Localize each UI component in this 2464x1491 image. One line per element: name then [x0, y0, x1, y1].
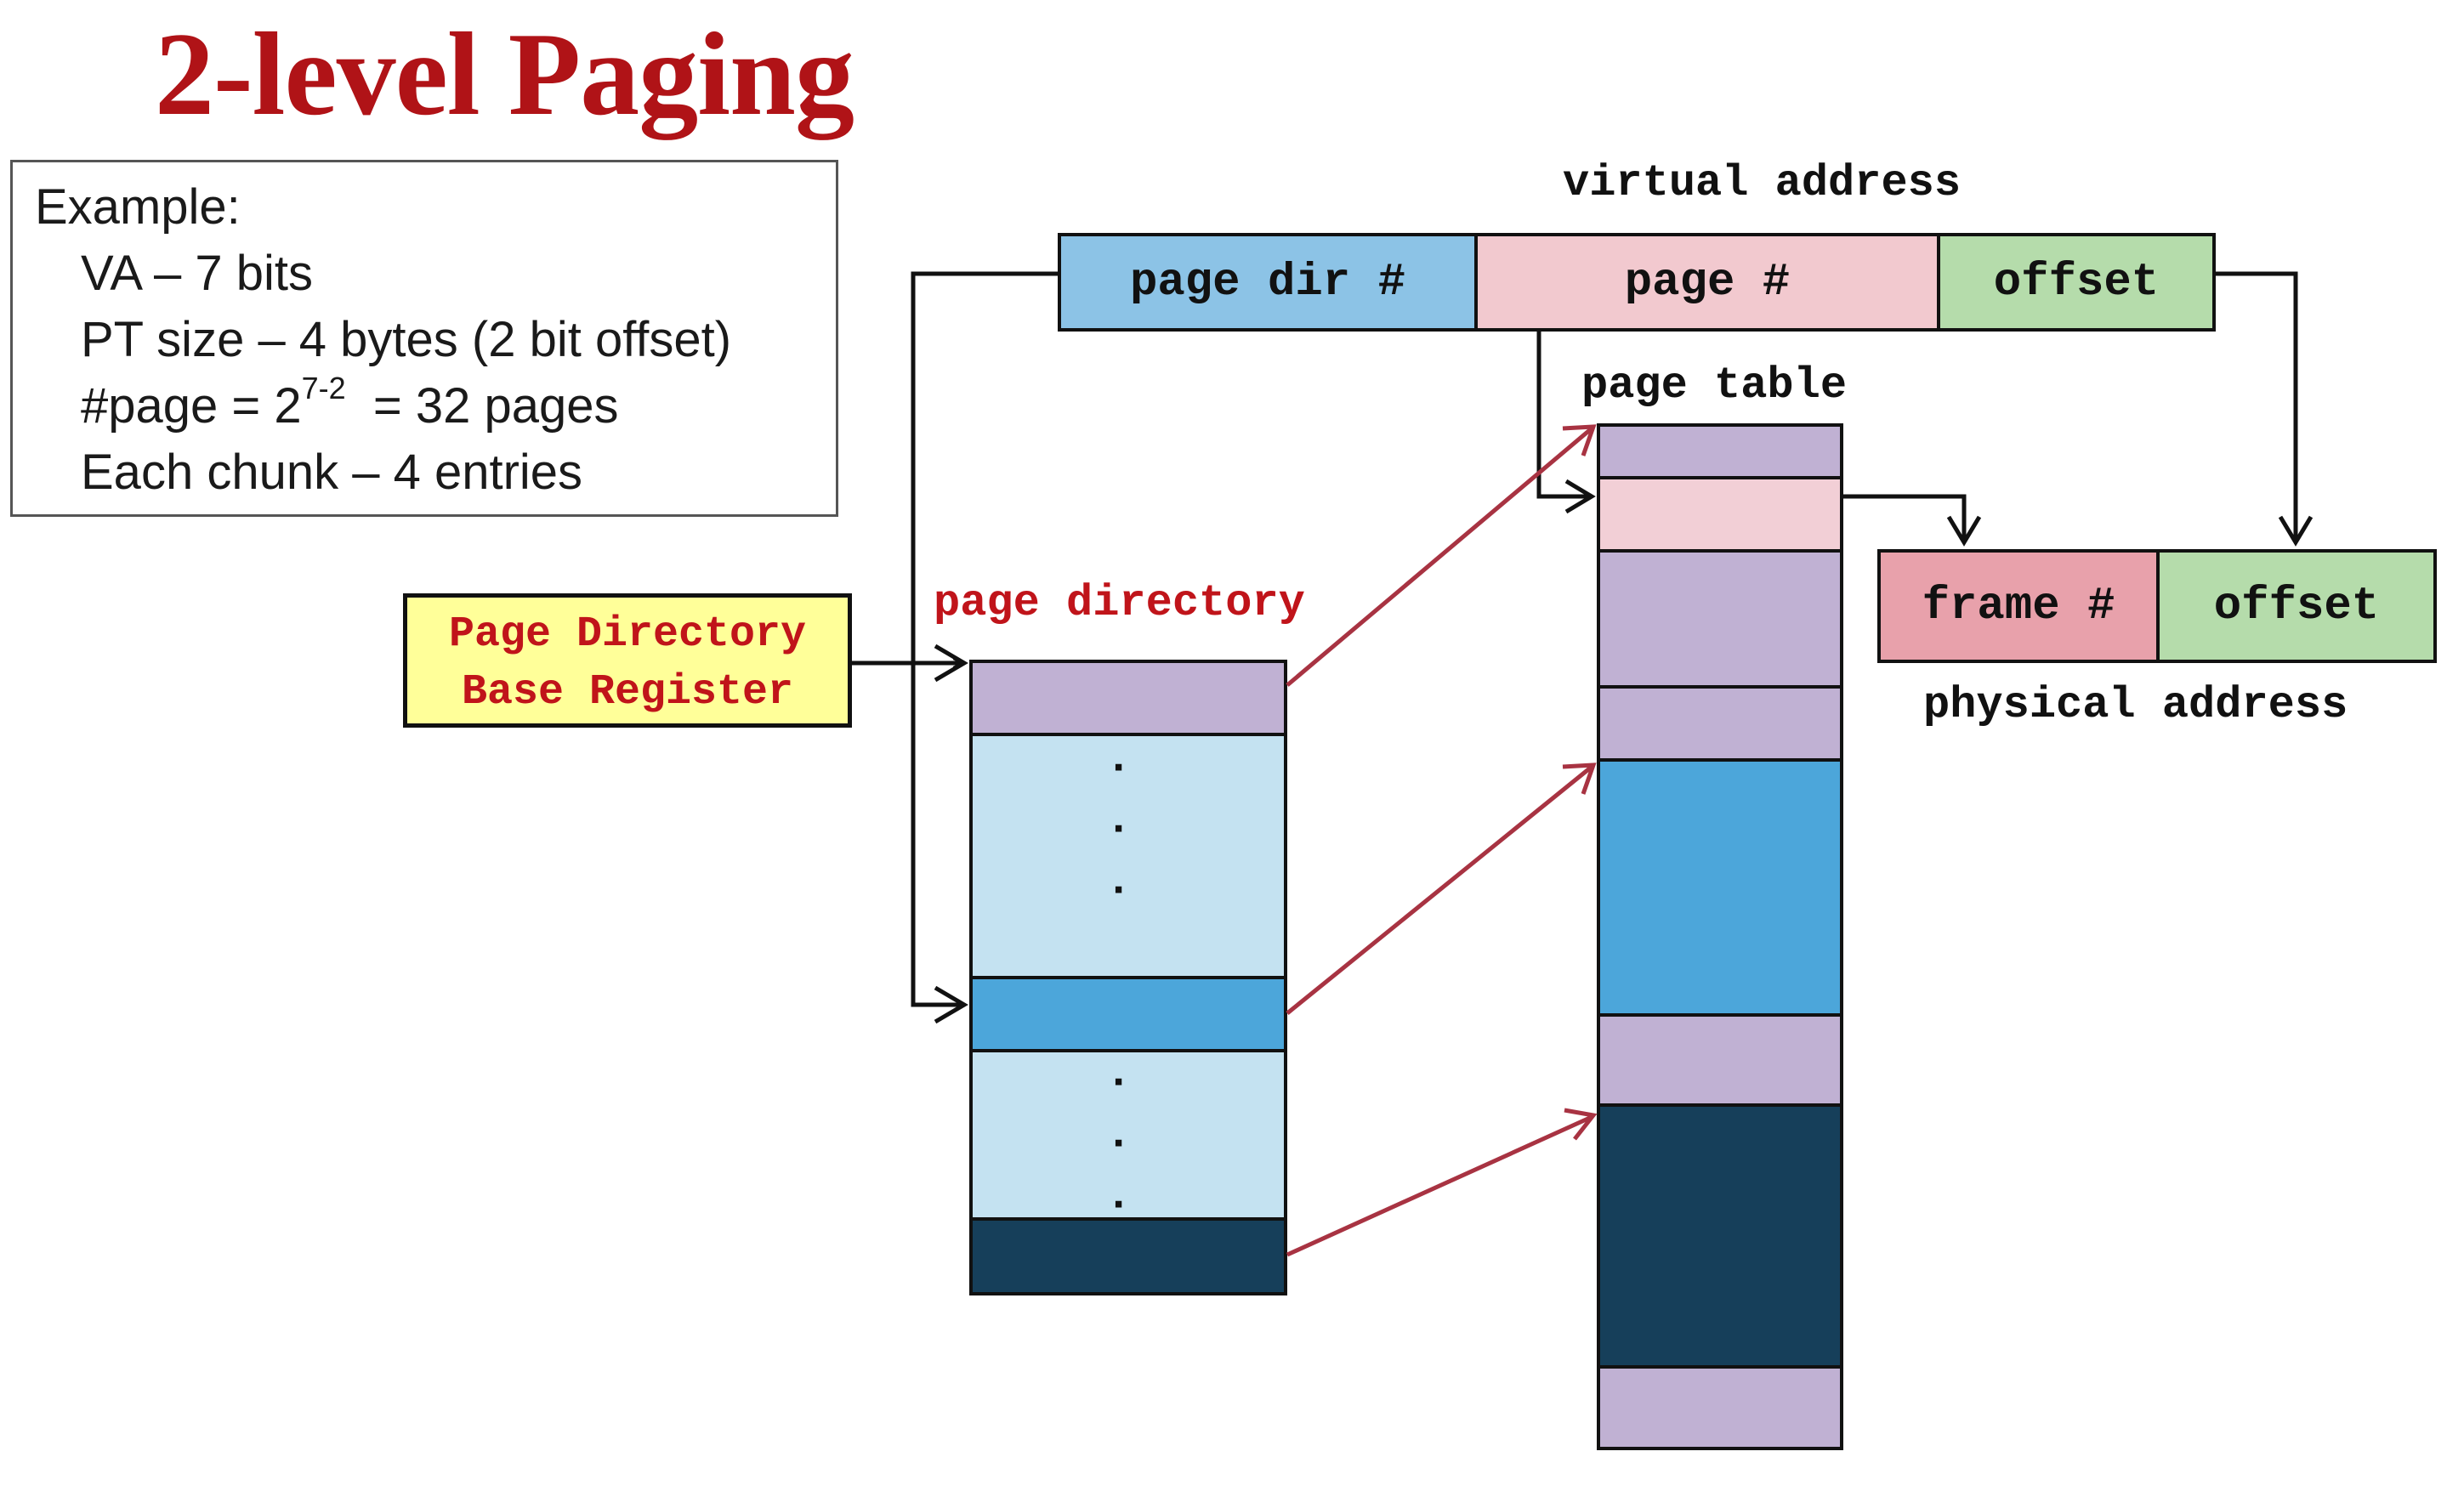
pdbr-line-1: Page Directory [448, 610, 807, 659]
page-directory-entry [969, 1217, 1287, 1295]
example-chunk: Each chunk – 4 entries [81, 445, 583, 500]
pointer-arrow-head [1562, 763, 1597, 795]
ellipsis-dot: · [1105, 865, 1133, 916]
page-count-suffix: = 32 pages [345, 378, 619, 434]
page-table-entry [1597, 1013, 1843, 1107]
pdbr-arrow-head [934, 643, 968, 683]
pointer-arrow [1286, 1114, 1593, 1257]
example-pt-size: PT size – 4 bytes (2 bit offset) [81, 312, 732, 367]
page-directory-entry [969, 660, 1287, 736]
va-offset-field: offset [1937, 233, 2216, 332]
ellipsis-dot: · [1105, 1119, 1133, 1169]
ellipsis-dot: · [1105, 743, 1133, 793]
frame-arrow-head [1946, 515, 1982, 547]
page-title: 2-level Paging [155, 9, 854, 140]
page-directory-base-register: Page Directory Base Register [403, 593, 852, 728]
virtual-address-label: virtual address [1563, 158, 1962, 208]
page-table-label: page table [1581, 360, 1848, 411]
pa-offset-field: offset [2156, 549, 2437, 663]
ellipsis-dot: · [1105, 1057, 1133, 1108]
page-count-prefix: #page = 2 [81, 378, 302, 434]
pointer-arrow [1286, 427, 1593, 687]
pointer-arrow-head [1564, 1108, 1598, 1141]
va-page-dir-field: page dir # [1058, 233, 1478, 332]
frame-arrow [1843, 494, 1967, 541]
offset-arrow [2216, 271, 2298, 541]
page-directory-entry-selected [969, 976, 1287, 1052]
ellipsis-dot: · [1105, 1180, 1133, 1230]
page-table-entry-selected [1597, 476, 1843, 553]
ellipsis-dot: · [1105, 804, 1133, 854]
example-box: Example: VA – 7 bits PT size – 4 bytes (… [10, 160, 838, 517]
offset-arrow-head [2278, 515, 2314, 547]
page-dir-index-arrow-head [934, 985, 968, 1024]
example-heading: Example: [35, 179, 241, 235]
page-index-arrow-head [1564, 479, 1596, 514]
page-table-entry [1597, 1365, 1843, 1450]
example-va: VA – 7 bits [81, 246, 313, 301]
page-table-entry [1597, 685, 1843, 762]
va-page-field: page # [1474, 233, 1940, 332]
page-directory-label: page directory [934, 578, 1305, 628]
page-index-arrow [1536, 332, 1588, 499]
example-page-count: #page = 27-2 = 32 pages [35, 373, 836, 439]
physical-address-label: physical address [1923, 680, 2348, 730]
page-table-chunk [1597, 758, 1843, 1017]
pointer-arrow-head [1562, 424, 1597, 456]
pointer-arrow [1286, 765, 1593, 1015]
page-count-exponent: 7-2 [301, 371, 346, 405]
pdbr-line-2: Base Register [461, 668, 794, 717]
page-dir-index-arrow [911, 271, 1058, 1007]
